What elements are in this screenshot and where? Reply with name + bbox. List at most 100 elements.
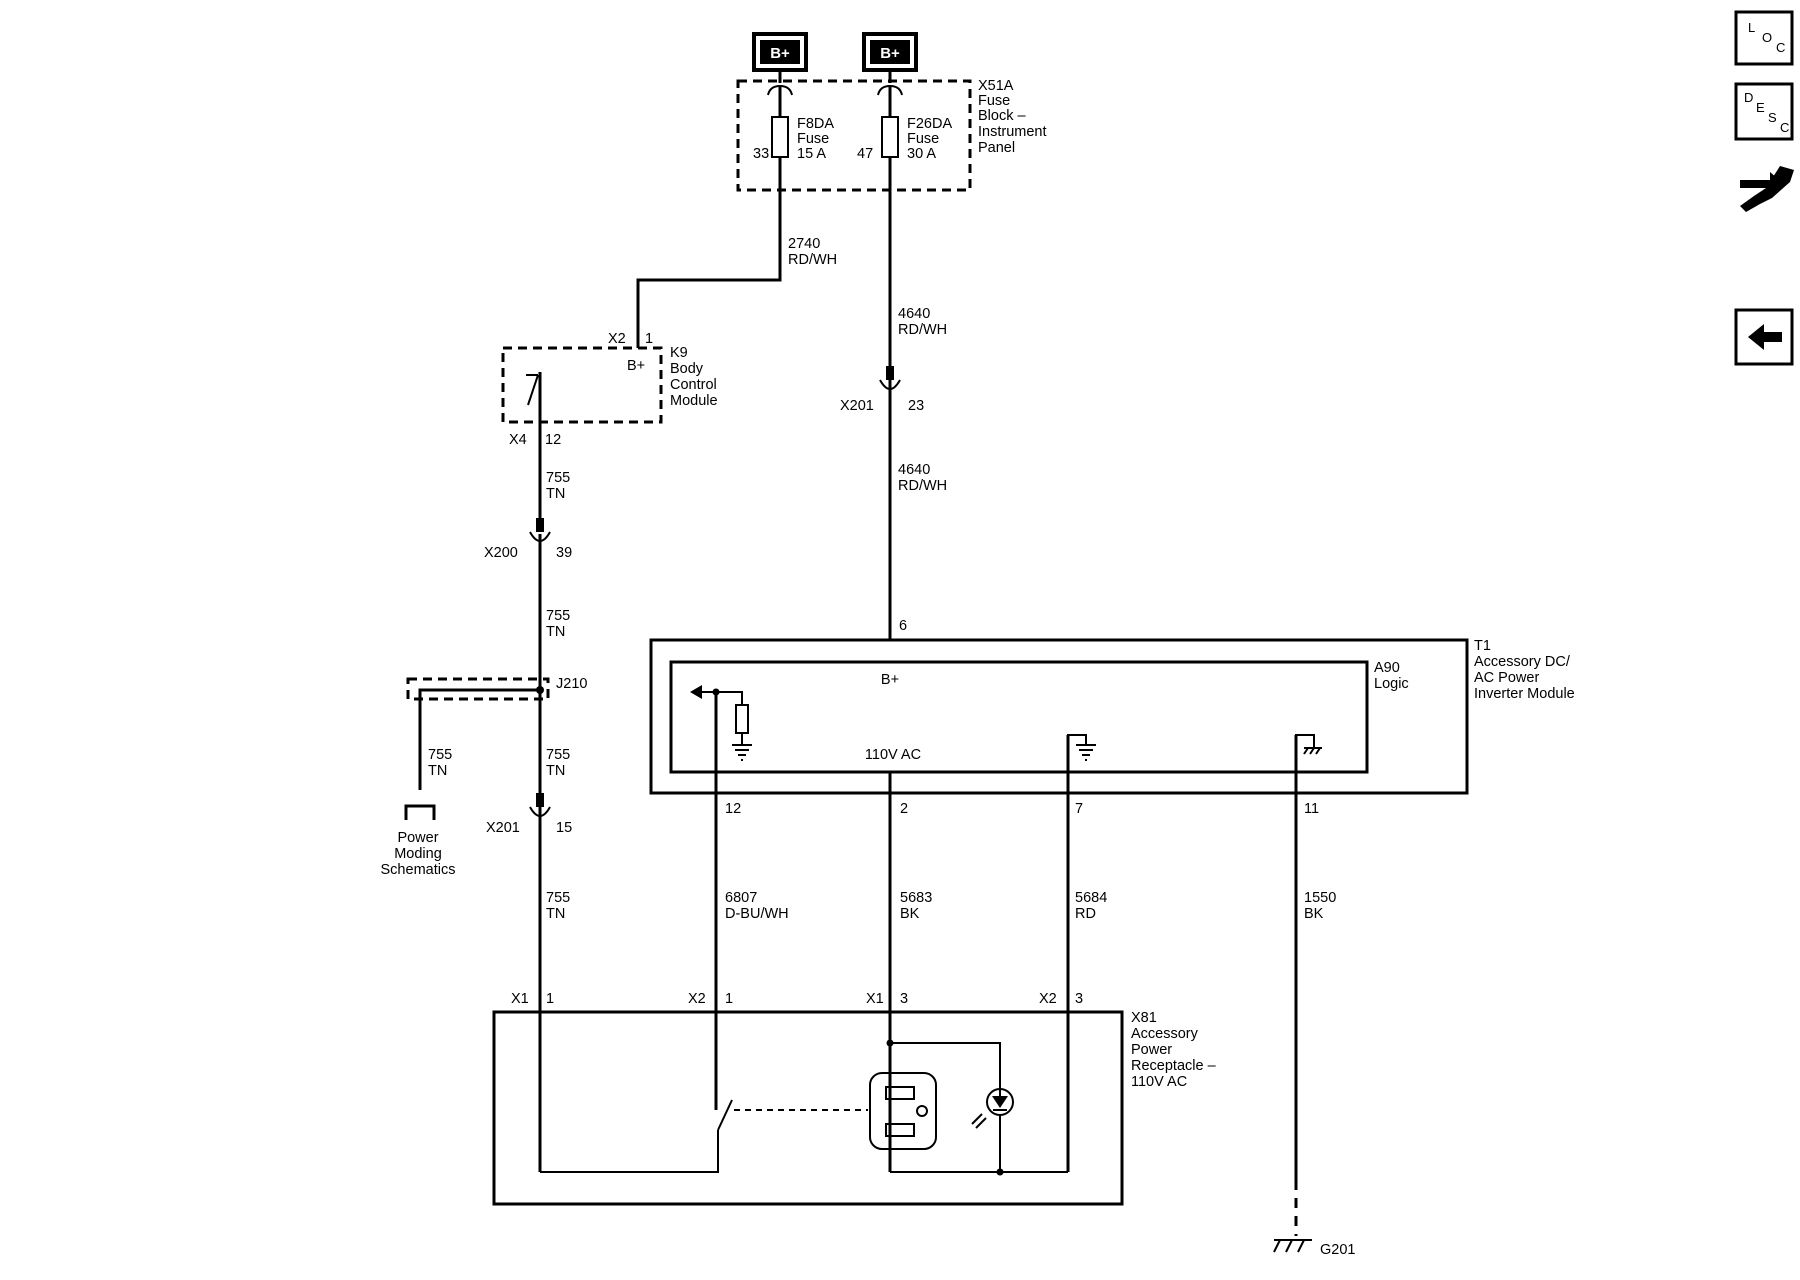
wire-755d-color: TN [546,763,565,779]
receptacle-pin-2-conn: X2 [688,991,706,1007]
wire-4640a-color: RD/WH [898,322,947,338]
outlet-slot-bottom [885,1123,915,1137]
connector-x201-top: X201 23 [840,366,924,414]
outlet-slot-top [885,1086,915,1100]
pullup-lead [716,691,743,705]
bcm-conn-out: X4 [509,432,527,448]
receptacle-pin-3-conn: X1 [866,991,884,1007]
wire-755d-circuit: 755 [546,747,570,763]
battery-source-right-label: B+ [880,45,900,62]
wire-755a-circuit: 755 [546,470,570,486]
fuse-left-name: F8DA [797,116,834,132]
power-receptacle: X1 1 X2 1 X1 3 X2 3 X81 Accessory Power … [492,991,1217,1206]
inverter-module: 6 B+ A90 Logic T1 Accessory DC/ AC Power… [649,618,1575,1180]
connector-x200-pin: 39 [556,545,572,561]
outlet-ground-hole [916,1105,928,1117]
wire-2740-circuit: 2740 [788,236,820,252]
bcm-desc-1: Body [670,361,704,377]
wire-5683-color: BK [900,906,920,922]
location-letter-1: L [1748,20,1755,35]
location-letter-3: C [1776,40,1785,55]
outlet-icon [869,1072,937,1150]
fuse-left-rating: 15 A [797,146,826,162]
inverter-desc-3: Inverter Module [1474,686,1575,702]
fuse-block-desc-4: Panel [978,140,1015,156]
wire-755e-circuit: 755 [546,890,570,906]
fuse-block: 33 F8DA Fuse 15 A 47 F26DA Fuse 30 A X51… [636,70,1047,335]
wire-1550-circuit: 1550 [1304,890,1336,906]
body-control-module: X2 1 B+ K9 Body Control Module X4 12 [501,331,718,448]
ground-icon-1 [732,733,752,761]
back-arrow-icon [1748,324,1782,350]
inverter-name: T1 [1474,638,1491,654]
fuse-f26da-icon [881,116,899,158]
logic-label: Logic [1374,676,1409,692]
description-letter-3: S [1768,110,1777,125]
back-button[interactable] [1734,308,1794,366]
lamp-feed-wire [890,1042,1001,1100]
receptacle-pin-1-conn: X1 [511,991,529,1007]
inverter-pin-12: 12 [725,801,741,817]
power-moding-reference[interactable]: Power Moding Schematics [381,804,456,878]
receptacle-desc-3: Receptacle – [1131,1058,1217,1074]
location-letter-2: O [1762,30,1772,45]
connector-x201-left-pin: 15 [556,820,572,836]
fuse-right-label: Fuse [907,131,939,147]
receptacle-name: X81 [1131,1010,1157,1026]
resistor-icon [735,704,749,734]
power-moding-line-3: Schematics [381,862,456,878]
receptacle-desc-2: Power [1131,1042,1172,1058]
receptacle-pin-2-num: 1 [725,991,733,1007]
inverter-pin-11: 11 [1304,801,1319,817]
description-button[interactable]: D E S C [1734,82,1794,141]
receptacle-pin-4-conn: X2 [1039,991,1057,1007]
wire-755c-color: TN [428,763,447,779]
connector-x200-name: X200 [484,545,518,561]
wire-6807-circuit: 6807 [725,890,757,906]
wire-4640b-circuit: 4640 [898,462,930,478]
fuse-block-name: X51A [978,78,1014,94]
wire-4640a-circuit: 4640 [898,306,930,322]
inverter-bplus: B+ [881,672,899,688]
fuse-block-desc-2: Block – [978,108,1026,124]
inverter-ac-label: 110V AC [865,747,921,763]
power-moding-line-2: Moding [394,846,442,862]
logic-name: A90 [1374,660,1400,676]
inverter-desc-2: AC Power [1474,670,1539,686]
power-moding-line-1: Power [397,830,438,846]
fuse-block-desc-3: Instrument [978,124,1047,140]
bcm-bplus: B+ [627,358,645,374]
wire-755b-circuit: 755 [546,608,570,624]
location-button[interactable]: L O C [1734,10,1794,66]
receptacle-desc-4: 110V AC [1131,1074,1187,1090]
wire-5684-circuit: 5684 [1075,890,1107,906]
fuse-right-rating: 30 A [907,146,936,162]
fuse-right-name: F26DA [907,116,952,132]
wire-4640b-color: RD/WH [898,478,947,494]
signal-arrow-icon [690,685,702,699]
bcm-pin-in: 1 [645,331,653,347]
repair-button[interactable] [1740,166,1794,212]
ground-icon-2 [1067,734,1096,761]
wire-755e-color: TN [546,906,565,922]
receptacle-loop-wire [540,1130,719,1173]
wire-5684-color: RD [1075,906,1096,922]
connector-x201-left-name: X201 [486,820,520,836]
connector-x201-left: X201 15 [486,793,572,836]
connector-x201-top-name: X201 [840,398,874,414]
ground-g201: G201 [1273,1180,1355,1258]
receptacle-pin-3-num: 3 [900,991,908,1007]
wire-755c-circuit: 755 [428,747,452,763]
battery-source-left: B+ [752,32,808,72]
splice-j210: J210 [406,676,587,790]
ground-g201-name: G201 [1320,1242,1355,1258]
inverter-desc-1: Accessory DC/ [1474,654,1571,670]
wire-5683-circuit: 5683 [900,890,932,906]
fuse-right-pin: 47 [857,146,873,162]
ground-icon-3 [1295,734,1322,755]
ground-g201-icon [1273,1239,1312,1253]
description-letter-1: D [1744,90,1753,105]
receptacle-pin-1-num: 1 [546,991,554,1007]
bcm-conn-in: X2 [608,331,626,347]
